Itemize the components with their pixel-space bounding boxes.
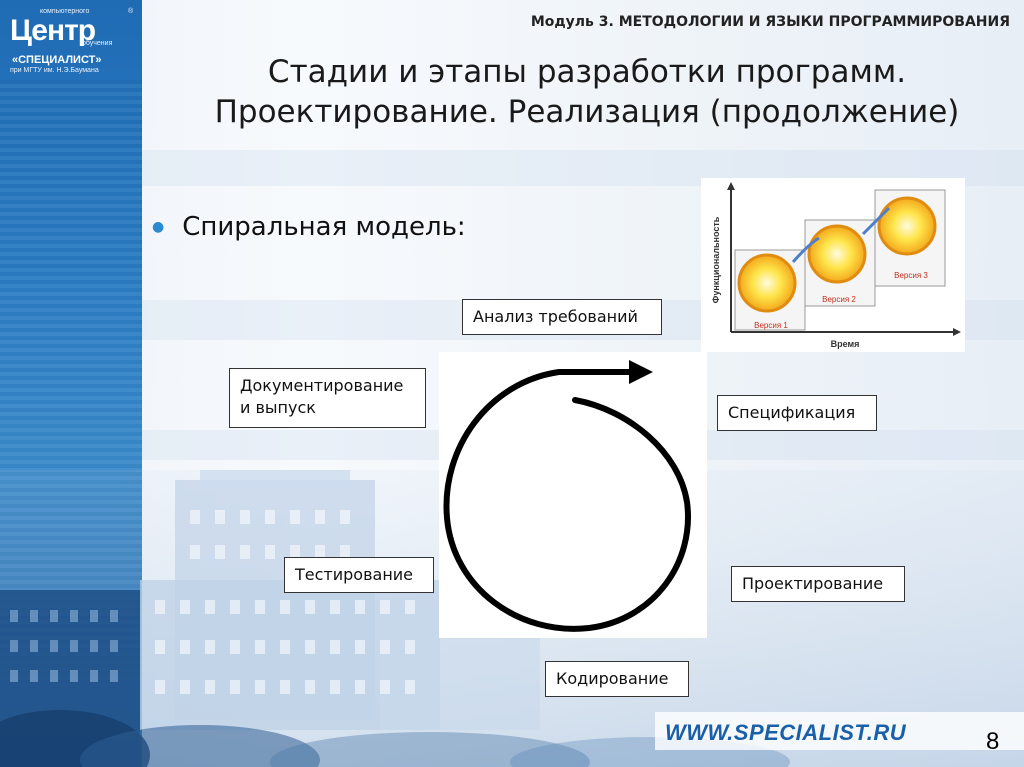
logo-text-main: Центр bbox=[10, 14, 96, 47]
version3-sun-icon bbox=[877, 196, 937, 256]
spiral-svg bbox=[443, 360, 691, 632]
page-number: 8 bbox=[986, 728, 1000, 755]
stage-testing: Тестирование bbox=[284, 557, 434, 593]
version-arrow-icon bbox=[791, 236, 820, 263]
versions-inset-svg: Версия 1 Версия 2 Версия 3 Время Функцио… bbox=[711, 182, 961, 349]
logo-brand: «СПЕЦИАЛИСТ» bbox=[12, 54, 102, 66]
stage-specification: Спецификация bbox=[717, 395, 877, 431]
stage-coding: Кодирование bbox=[545, 661, 689, 697]
spiral-panel bbox=[439, 352, 707, 638]
logo-text-top: компьютерного bbox=[40, 8, 90, 15]
footer-url-link[interactable]: WWW.SPECIALIST.RU bbox=[665, 720, 907, 745]
version3-label: Версия 3 bbox=[894, 271, 928, 280]
logo-text-right: обучения bbox=[82, 40, 113, 47]
version2-label: Версия 2 bbox=[822, 295, 856, 304]
bullet-dot-icon: ● bbox=[152, 219, 165, 235]
stage-documentation-line1: Документирование bbox=[240, 376, 404, 395]
slide-title-line2: Проектирование. Реализация (продолжение) bbox=[214, 94, 960, 130]
logo-text-bottom: при МГТУ им. Н.Э.Баумана bbox=[10, 67, 99, 74]
slide-title-line1: Стадии и этапы разработки программ. bbox=[267, 54, 907, 90]
slide-title: Стадии и этапы разработки программ. Прое… bbox=[150, 52, 1024, 132]
bullet-text: Спиральная модель: bbox=[182, 212, 466, 242]
versions-inset-chart: Версия 1 Версия 2 Версия 3 Время Функцио… bbox=[701, 178, 965, 352]
inset-x-label: Время bbox=[831, 339, 860, 349]
stage-design: Проектирование bbox=[731, 566, 905, 602]
bullet-item: ● Спиральная модель: bbox=[152, 212, 466, 242]
stage-documentation-line2: и выпуск bbox=[240, 398, 316, 417]
version2-sun-icon bbox=[807, 224, 867, 284]
spiral-path-icon bbox=[443, 369, 691, 632]
module-header: Модуль 3. МЕТОДОЛОГИИ И ЯЗЫКИ ПРОГРАММИР… bbox=[530, 14, 1010, 30]
footer-bar bbox=[655, 712, 1024, 750]
logo: компьютерного ® Центр обучения «СПЕЦИАЛИ… bbox=[6, 6, 138, 76]
logo-registered: ® bbox=[128, 8, 134, 15]
version1-label: Версия 1 bbox=[754, 321, 788, 330]
spiral-arrowhead-icon bbox=[629, 360, 653, 384]
stage-analysis: Анализ требований bbox=[462, 299, 662, 335]
version1-sun-icon bbox=[737, 253, 797, 313]
inset-y-label: Функциональность bbox=[711, 216, 721, 303]
stage-documentation: Документирование и выпуск bbox=[229, 368, 426, 428]
version-arrow-icon bbox=[861, 206, 891, 236]
